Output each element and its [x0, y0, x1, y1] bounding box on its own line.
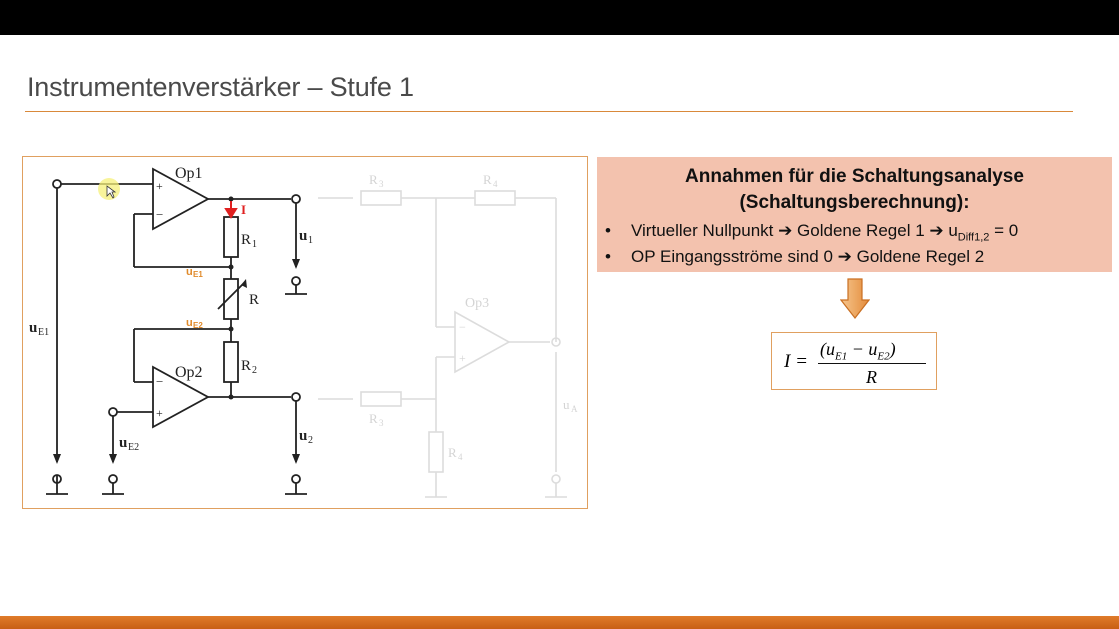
op1-label: Op1: [175, 165, 203, 182]
stage2-faded: [318, 190, 567, 498]
r1-sub: 1: [252, 239, 257, 250]
formula-num-mid: − u: [847, 339, 878, 359]
bullet2-text: OP Eingangsströme sind 0 ➔ Goldene Regel…: [631, 247, 985, 266]
formula-num-close: ): [889, 339, 896, 359]
ue1-node-sub: E1: [193, 270, 203, 279]
current-formula: I = (uE1 − uE2) R: [771, 332, 937, 390]
stage2-faded-labels: R 3 R 4 Op3 R 3 R 4 u A − +: [369, 172, 578, 462]
formula-num-open: (u: [820, 339, 835, 359]
r1-label: R: [241, 232, 251, 248]
assumptions-title-line1: Annahmen für die Schaltungsanalyse: [685, 166, 1024, 187]
mouse-cursor: [98, 178, 120, 200]
u1-sub: 1: [308, 235, 313, 246]
bullet1-text: Virtueller Nullpunkt ➔ Goldene Regel 1 ➔…: [631, 221, 958, 240]
formula-lhs: I =: [784, 351, 808, 372]
u1-label: u: [299, 228, 307, 244]
formula-num-sub2: E2: [877, 350, 890, 363]
r3-bottom-sub: 3: [379, 418, 384, 428]
u2-sub: 2: [308, 435, 313, 446]
ue1-input-sub: E1: [38, 327, 49, 338]
current-arrow: [224, 201, 238, 219]
assumption-bullet-2: • OP Eingangsströme sind 0 ➔ Goldene Rege…: [605, 246, 984, 268]
op3-label: Op3: [465, 296, 489, 311]
current-label: I: [241, 202, 246, 217]
title-divider: [25, 111, 1073, 112]
ua-label: u: [563, 397, 570, 412]
bullet-dot: •: [605, 247, 611, 266]
circuit-diagram-frame: R 3 R 4 Op3 R 3 R 4 u A − +: [22, 156, 588, 509]
bottom-accent-bar: [0, 616, 1119, 629]
formula-numerator: (uE1 − uE2): [820, 339, 896, 363]
ua-sub: A: [571, 404, 578, 414]
ue2-input-label: u: [119, 435, 127, 451]
bullet-dot: •: [605, 221, 611, 240]
assumptions-title-line2: (Schaltungsberechnung):: [739, 192, 970, 213]
assumptions-box: Annahmen für die Schaltungsanalyse (Scha…: [597, 157, 1112, 272]
r2-label: R: [241, 358, 251, 374]
ue2-node-sub: E2: [193, 321, 203, 330]
r4-bottom-label: R: [448, 445, 457, 460]
formula-num-sub1: E1: [835, 350, 848, 363]
stage1-labels: Op1 Op2 + − − + R 1 R R 2 u E1 u E2 u 1 …: [29, 165, 313, 453]
stage1-marks: [53, 196, 300, 464]
op2-label: Op2: [175, 364, 203, 381]
r3-top-sub: 3: [379, 179, 384, 189]
ue2-input-sub: E2: [128, 442, 139, 453]
u2-label: u: [299, 428, 307, 444]
op2-minus: −: [156, 374, 163, 389]
slide-title: Instrumentenverstärker – Stufe 1: [27, 72, 414, 102]
down-arrow-icon: [839, 278, 871, 325]
fraction-bar: [818, 363, 926, 364]
r4-top-label: R: [483, 172, 492, 187]
op3-minus: −: [459, 320, 466, 334]
assumption-bullet-1: • Virtueller Nullpunkt ➔ Goldene Regel 1 …: [605, 220, 1018, 248]
r4-top-sub: 4: [493, 179, 498, 189]
top-black-bar: [0, 0, 1119, 35]
op1-minus: −: [156, 207, 163, 222]
ue2-node-label: u: [186, 317, 193, 329]
r2-sub: 2: [252, 365, 257, 376]
op1-plus: +: [156, 179, 163, 193]
node-labels: u E1 u E2: [186, 266, 203, 330]
bullet1-sub: Diff1,2: [957, 231, 990, 244]
stage1-wires: [46, 167, 307, 495]
op3-plus: +: [459, 351, 466, 365]
r3-top-label: R: [369, 172, 378, 187]
op2-plus: +: [156, 406, 163, 420]
ue1-input-label: u: [29, 320, 37, 336]
ue1-node-label: u: [186, 266, 193, 278]
r3-bottom-label: R: [369, 411, 378, 426]
circuit-diagram: R 3 R 4 Op3 R 3 R 4 u A − +: [29, 165, 578, 498]
bullet1-post: = 0: [989, 221, 1019, 240]
formula-denominator: R: [866, 367, 877, 387]
r4-bottom-sub: 4: [458, 452, 463, 462]
r-label: R: [249, 292, 259, 308]
